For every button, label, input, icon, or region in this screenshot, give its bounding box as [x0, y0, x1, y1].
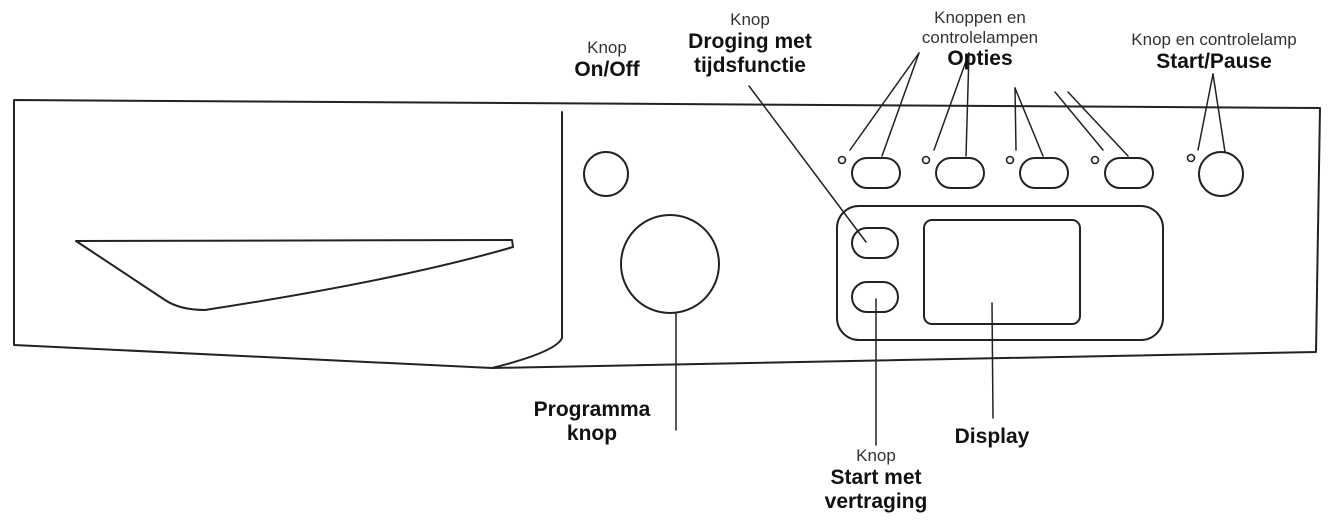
- display-screen: [923, 219, 1081, 325]
- panel-outline: [13, 99, 1321, 369]
- program-knob[interactable]: [620, 214, 720, 314]
- label-on-off-small: Knop: [587, 38, 627, 57]
- label-droging-big-1: Droging met: [688, 29, 812, 53]
- label-droging: Knop Droging met tijdsfunctie: [650, 10, 850, 78]
- label-opties-small-2: controlelampen: [921, 27, 1039, 47]
- option-3-button[interactable]: [1019, 157, 1069, 189]
- option-3-lamp: [1005, 155, 1015, 165]
- label-start-vertraging-big-1: Start met: [830, 465, 922, 489]
- label-start-vertraging-small: Knop: [856, 446, 896, 465]
- label-on-off: Knop On/Off: [560, 38, 654, 82]
- start-pause-lamp: [1186, 153, 1196, 163]
- detergent-drawer: [491, 111, 563, 369]
- drawer-handle: [75, 239, 514, 311]
- label-programma: Programma knop: [512, 398, 672, 446]
- label-display: Display: [932, 425, 1052, 449]
- option-2-lamp: [921, 155, 931, 165]
- display-frame: [836, 205, 1164, 341]
- start-pause-button[interactable]: [1198, 151, 1244, 197]
- label-programma-big-2: knop: [566, 422, 618, 446]
- label-start-vertraging: Knop Start met vertraging: [796, 446, 956, 514]
- label-opties: Knoppen en controlelampen Opties: [880, 8, 1080, 71]
- time-drying-button[interactable]: [851, 227, 899, 259]
- label-droging-big-2: tijdsfunctie: [693, 53, 806, 77]
- label-start-pause-big: Start/Pause: [1156, 49, 1272, 73]
- delay-start-button[interactable]: [851, 281, 899, 313]
- option-4-button[interactable]: [1104, 157, 1154, 189]
- label-opties-big: Opties: [947, 47, 1013, 71]
- label-on-off-big: On/Off: [574, 57, 640, 81]
- label-start-vertraging-big-2: vertraging: [824, 489, 928, 513]
- leader-lines: [675, 52, 1226, 446]
- option-1-lamp: [837, 155, 847, 165]
- option-4-lamp: [1090, 155, 1100, 165]
- label-display-big: Display: [954, 425, 1030, 448]
- option-1-button[interactable]: [851, 157, 901, 189]
- label-start-pause-small: Knop en controlelamp: [1131, 30, 1297, 49]
- label-programma-big-1: Programma: [533, 398, 651, 421]
- on-off-button[interactable]: [583, 151, 629, 197]
- option-2-button[interactable]: [935, 157, 985, 189]
- label-start-pause: Knop en controlelamp Start/Pause: [1100, 30, 1328, 74]
- label-opties-small-1: Knoppen en: [934, 8, 1026, 27]
- label-droging-small: Knop: [730, 10, 770, 29]
